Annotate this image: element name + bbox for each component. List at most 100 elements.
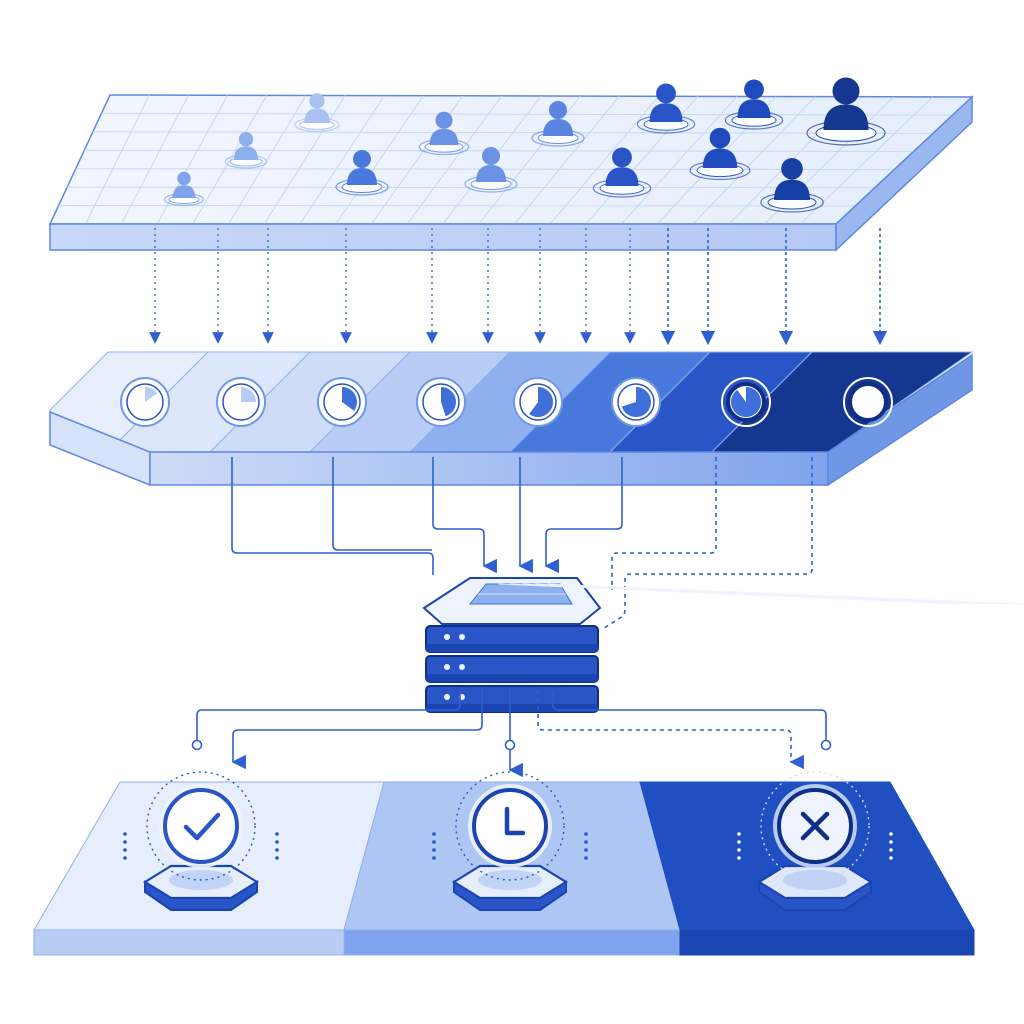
badge-dot xyxy=(584,856,588,860)
user-head xyxy=(353,150,371,168)
badge-halo xyxy=(146,771,256,881)
user-icon xyxy=(806,77,886,146)
tier-led xyxy=(444,634,450,640)
user-body xyxy=(234,146,258,160)
badge-dot xyxy=(737,832,741,836)
badge-face xyxy=(472,788,548,864)
outcome-node-3 xyxy=(504,739,516,751)
badge-dot xyxy=(889,856,893,860)
grid-line xyxy=(156,95,228,225)
grid-line xyxy=(101,112,953,116)
clock-icon xyxy=(432,771,588,911)
stage-dial xyxy=(317,377,367,427)
user-icon xyxy=(689,127,751,181)
stage-dial xyxy=(120,377,170,427)
user-body xyxy=(737,99,771,118)
outcome-connector-1 xyxy=(196,690,461,740)
grid-line xyxy=(299,95,385,225)
user-icon xyxy=(636,83,696,134)
badge-dot xyxy=(275,848,279,852)
badge-dot xyxy=(432,848,436,852)
connector-1 xyxy=(231,457,434,575)
badge-dot xyxy=(123,832,127,836)
panel-line xyxy=(522,583,992,605)
checkmark-glyph xyxy=(183,812,221,841)
badge-dot xyxy=(584,840,588,844)
grid-line xyxy=(549,95,659,225)
user-head xyxy=(612,147,632,168)
user-body xyxy=(823,104,869,130)
dial-progress xyxy=(529,387,553,418)
panel-line xyxy=(535,583,1009,605)
user-body xyxy=(649,103,683,122)
badge-dot xyxy=(737,848,741,852)
grid-line xyxy=(192,95,268,225)
user-icon xyxy=(163,171,205,207)
grid-line xyxy=(84,149,914,152)
badge-dot xyxy=(123,856,127,860)
tier-led xyxy=(459,664,465,670)
grid-line xyxy=(406,95,503,225)
badge-dot xyxy=(275,832,279,836)
dial-ring xyxy=(843,377,893,427)
grid-line xyxy=(263,95,346,225)
grid-line xyxy=(692,96,816,225)
grid-line xyxy=(121,94,189,225)
user-icon xyxy=(464,147,518,193)
band-segments xyxy=(49,351,974,453)
badge-dot xyxy=(123,840,127,844)
outcome-rejected-front xyxy=(679,929,975,956)
user-icon xyxy=(294,93,340,133)
tier-led xyxy=(444,664,450,670)
dial-progress xyxy=(342,387,358,411)
user-grid-platform xyxy=(48,77,974,252)
band-front-main xyxy=(149,451,829,486)
user-body xyxy=(476,165,506,182)
user-head xyxy=(549,101,567,119)
user-body xyxy=(172,185,196,198)
grid-line xyxy=(67,186,875,189)
user-body xyxy=(543,119,573,136)
server-to-outcome-connectors xyxy=(191,690,832,778)
stage-dial xyxy=(843,377,893,427)
user-body xyxy=(429,128,459,145)
badge-halo xyxy=(760,771,870,881)
connector-6-dashed xyxy=(611,457,717,590)
user-head xyxy=(832,77,860,105)
stage-dials xyxy=(120,377,893,427)
badge-dot xyxy=(123,848,127,852)
dial-progress xyxy=(441,387,456,417)
cross-glyph xyxy=(800,811,830,841)
user-head xyxy=(435,111,453,129)
user-body xyxy=(774,179,810,200)
badge-dot xyxy=(889,848,893,852)
panel-line xyxy=(547,583,1024,605)
grid-line xyxy=(335,95,424,225)
user-icon xyxy=(592,147,652,198)
user-head xyxy=(238,132,254,147)
checkmark-icon xyxy=(123,771,279,911)
outcome-badges xyxy=(123,771,893,911)
panel-line xyxy=(510,583,975,605)
connector-3 xyxy=(432,457,497,574)
stage-dial xyxy=(721,377,771,427)
badge-face xyxy=(163,788,239,864)
user-head xyxy=(781,158,803,180)
connector-5 xyxy=(544,457,623,574)
badge-dot xyxy=(275,856,279,860)
badge-dot xyxy=(737,856,741,860)
clock-hands xyxy=(504,806,526,836)
server-panel-grid xyxy=(478,583,1024,605)
server-tier xyxy=(425,625,599,653)
badge-dot xyxy=(889,840,893,844)
outcome-node-1 xyxy=(191,739,203,751)
grid-line xyxy=(621,96,738,225)
outcome-platform xyxy=(33,771,975,956)
connector-7-dashed xyxy=(603,457,813,629)
grid-line xyxy=(228,95,307,225)
user-body xyxy=(605,167,639,186)
server-stack-icon xyxy=(392,577,1024,713)
outcome-connector-2 xyxy=(231,690,483,770)
